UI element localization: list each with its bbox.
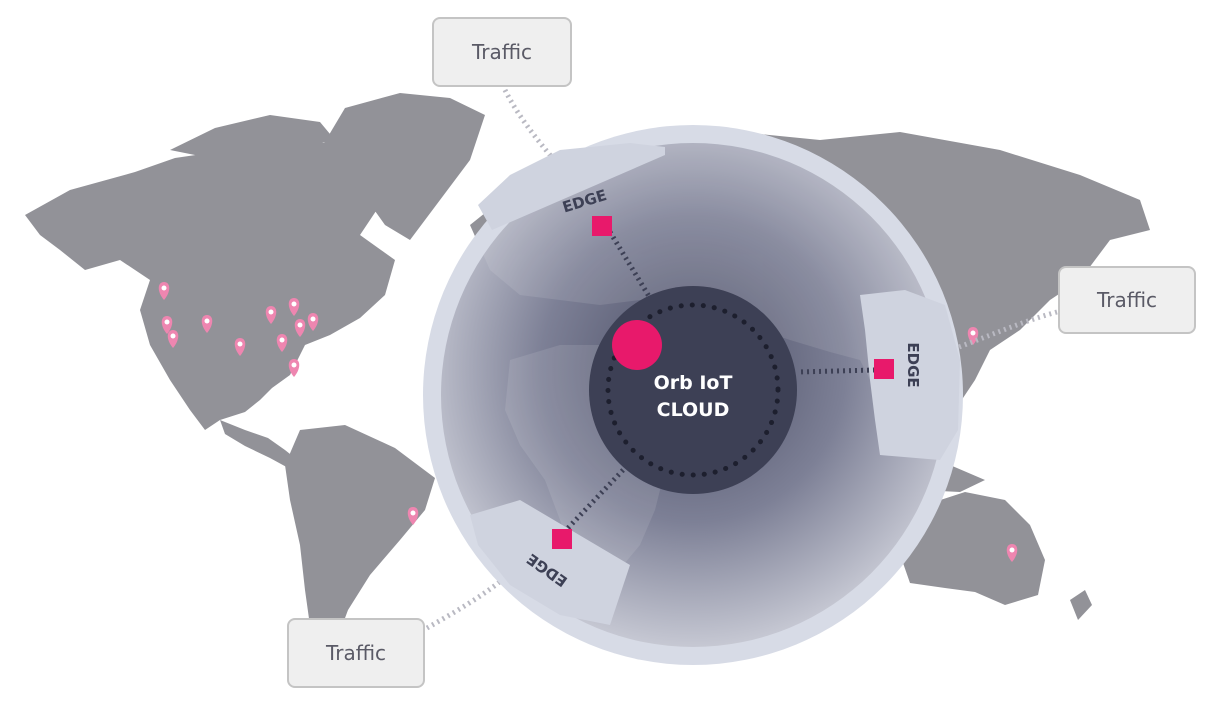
- pin-icon: [234, 338, 246, 356]
- pin-icon: [407, 507, 419, 525]
- edge-connector-bottom: [566, 466, 627, 530]
- pin-icon: [201, 315, 213, 333]
- traffic-box-top: Traffic: [432, 17, 572, 87]
- north-america: [25, 140, 395, 430]
- new-zealand: [1070, 590, 1092, 620]
- edge-zone-right: [860, 290, 960, 460]
- edge-connectors: [566, 230, 876, 530]
- pin-icon: [167, 330, 179, 348]
- pin-icon: [288, 359, 300, 377]
- pin-icon: [276, 334, 288, 352]
- australia: [895, 492, 1045, 605]
- edge-node-top: [592, 216, 612, 236]
- edge-nodes: [552, 216, 894, 549]
- traffic-box-bottom: Traffic: [287, 618, 425, 688]
- cloud-title-line1: Orb IoT: [653, 372, 733, 394]
- pin-icon: [265, 306, 277, 324]
- traffic-connector-bottom: [425, 573, 510, 631]
- location-pins: [158, 282, 1018, 562]
- pin-icon: [158, 282, 170, 300]
- pin-icon: [161, 316, 173, 334]
- canada-islands: [170, 115, 335, 156]
- pin-icon: [288, 298, 300, 316]
- pin-icon: [294, 319, 306, 337]
- edge-zones: [470, 143, 960, 625]
- traffic-connector-right: [944, 309, 1058, 355]
- traffic-box-right: Traffic: [1058, 266, 1196, 334]
- edge-zone-bottom: [470, 500, 630, 625]
- cloud-dotted-ring: [605, 302, 781, 478]
- edge-node-bottom: [552, 529, 572, 549]
- south-america: [285, 425, 435, 668]
- edge-node-right: [874, 359, 894, 379]
- pin-icon: [1006, 544, 1018, 562]
- pin-icon: [307, 313, 319, 331]
- edge-zone-top: [478, 143, 665, 230]
- greenland: [320, 93, 485, 240]
- cloud-accent-dot: [612, 320, 662, 370]
- central-america: [220, 420, 300, 470]
- edge-label-right: EDGE: [904, 342, 922, 387]
- cloud-title-line2: CLOUD: [656, 399, 730, 421]
- japan: [975, 270, 1012, 345]
- edge-connector-top: [607, 230, 653, 300]
- edge-connector-right: [797, 367, 876, 375]
